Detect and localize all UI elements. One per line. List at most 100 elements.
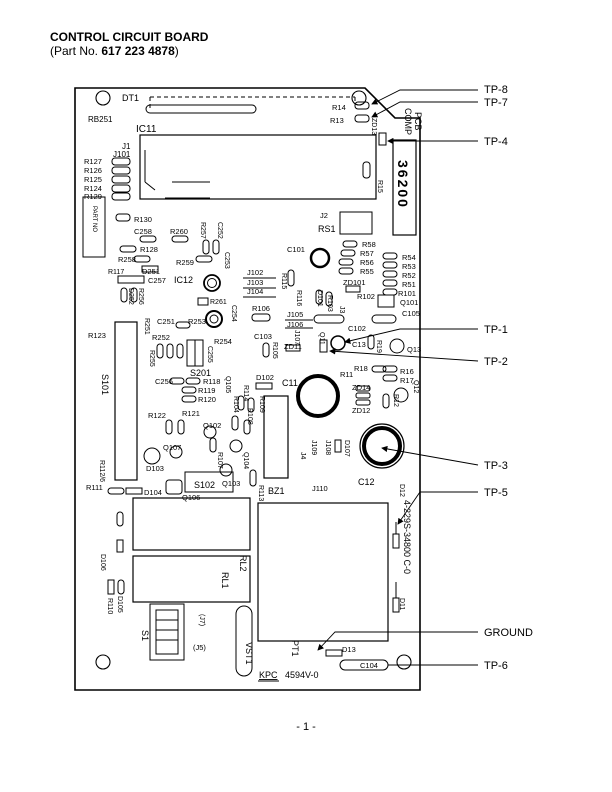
c254-capacitor [205, 310, 223, 328]
label-q105: Q105 [224, 376, 231, 393]
label-r11: R11 [340, 370, 353, 379]
label-q12: Q12 [412, 380, 419, 393]
label-j110: J110 [312, 484, 328, 493]
label-r104: R104 [232, 396, 239, 413]
label-r124: R124 [84, 184, 102, 193]
label-r103: R103 [326, 295, 333, 312]
label-r18: R18 [354, 364, 368, 373]
label-r254: R254 [214, 337, 232, 346]
label-j106: J106 [287, 320, 303, 329]
label-r51: R51 [402, 280, 416, 289]
label-r17: R17 [400, 376, 414, 385]
label-j107: J107 [293, 330, 300, 345]
r118-resistor [185, 377, 201, 385]
label-d106: D106 [99, 554, 106, 571]
label-ic12: IC12 [174, 275, 193, 285]
r258-resistor [133, 255, 151, 263]
q101-transistor [377, 294, 395, 308]
label-c101: C101 [287, 245, 305, 254]
label-r125: R125 [84, 175, 102, 184]
page-number: - 1 - [296, 721, 316, 733]
dt1-region: DT1 [122, 93, 356, 110]
c256-capacitor [169, 377, 185, 385]
board-number: 36200 [395, 160, 411, 209]
label-j101: J101 [113, 150, 131, 159]
s102-switch [184, 471, 234, 493]
r18-resistor [371, 365, 387, 373]
label-d12: D12 [398, 484, 405, 497]
rl1-relay [132, 555, 251, 603]
label-r102: R102 [357, 292, 375, 301]
label-j104: J104 [247, 287, 263, 296]
q102-transistor [203, 425, 217, 439]
label-rs1: RS1 [318, 224, 336, 234]
left-resistor-column [111, 157, 131, 201]
label-r14: R14 [332, 103, 346, 112]
r12-resistor [382, 393, 390, 409]
label-r58: R58 [362, 240, 376, 249]
r16-resistor [382, 365, 398, 373]
r128-resistor [119, 245, 137, 253]
c251-capacitor [175, 321, 191, 329]
label-s102: S102 [194, 480, 215, 490]
r130-resistor [115, 213, 131, 222]
label-part-code: 4-229S-34800 C-0 [402, 500, 412, 574]
label-q104: Q104 [242, 452, 249, 469]
label-r109: R109 [258, 396, 265, 413]
label-zd13: ZD13 [370, 118, 377, 135]
q12-transistor [393, 387, 409, 403]
c11-capacitor [296, 374, 340, 418]
c258-capacitor [139, 235, 157, 243]
label-d103: D103 [146, 464, 164, 473]
label-zd101: ZD101 [343, 278, 366, 287]
label-comp: COMP [403, 108, 413, 135]
label-j2: J2 [320, 211, 328, 220]
r106-resistor [251, 313, 271, 322]
label-r117: R117 [108, 269, 124, 276]
label-c102: C102 [348, 324, 366, 333]
label-r110: R110 [106, 598, 113, 614]
d13-diode [325, 649, 343, 657]
label-rb251: RB251 [88, 115, 113, 124]
label-q107: Q107 [163, 443, 181, 452]
r120-resistor [181, 395, 197, 403]
callout-tp8: TP-8 [484, 84, 508, 96]
d103-diode [143, 447, 161, 465]
label-q101: Q101 [400, 298, 418, 307]
ic11-chip [139, 134, 377, 200]
label-r121: R121 [182, 409, 200, 418]
label-rl1: RL1 [220, 572, 230, 589]
label-c105: C105 [402, 309, 420, 318]
s201-component-group [156, 339, 204, 367]
part-no-box [82, 196, 106, 258]
d101-diode [315, 289, 323, 305]
label-c258: C258 [134, 227, 152, 236]
label-c12: C12 [358, 477, 375, 487]
label-r101: R101 [398, 289, 416, 298]
label-r120: R120 [198, 395, 216, 404]
label-zd11: ZD11 [284, 342, 302, 351]
q13-transistor [389, 338, 405, 354]
label-j105: J105 [287, 310, 303, 319]
pt1-transformer [257, 502, 389, 642]
q104-transistor [229, 439, 243, 453]
s101-switch [114, 321, 138, 481]
label-c103: C103 [254, 332, 272, 341]
label-j102: J102 [247, 268, 263, 277]
label-c251: C251 [157, 317, 175, 326]
label-r16: R16 [400, 367, 414, 376]
c101-capacitor [309, 247, 331, 269]
r103-resistor [325, 291, 333, 307]
c252-capacitor [212, 239, 220, 255]
label-bz1: BZ1 [268, 486, 285, 496]
label-r119: R119 [198, 386, 215, 395]
label-r113: R113 [257, 485, 264, 501]
label-r260: R260 [170, 227, 188, 236]
label-r13: R13 [330, 116, 344, 125]
label-r118: R118 [203, 377, 220, 386]
label-d101: D101 [316, 290, 323, 307]
label-r56: R56 [360, 258, 374, 267]
label-r116: R116 [295, 290, 302, 306]
callout-tp7: TP-7 [484, 97, 508, 109]
